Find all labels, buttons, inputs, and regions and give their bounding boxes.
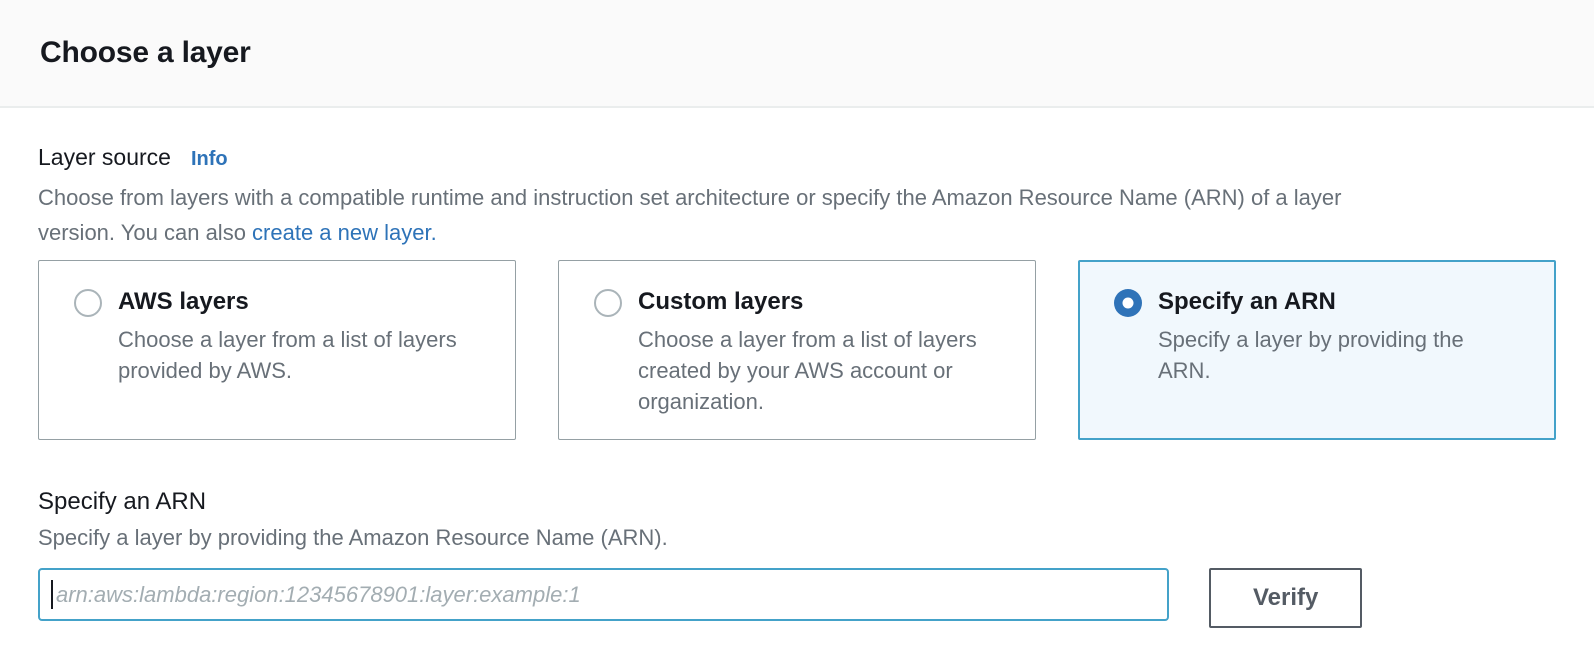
option-description-specify-arn: Specify a layer by providing the ARN. [1158,327,1464,383]
option-title-specify-arn: Specify an ARN [1158,288,1336,315]
info-link[interactable]: Info [190,148,228,170]
page-title: Choose a layer [40,36,251,69]
option-title-custom-layers: Custom layers [638,288,804,315]
option-description-custom-layers: Choose a layer from a list of layers cre… [638,327,977,414]
panel-content: Layer source Info Choose from layers wit… [0,108,1594,628]
panel-header: Choose a layer [0,0,1594,108]
specify-arn-description: Specify a layer by providing the Amazon … [38,525,668,550]
option-card-aws-layers[interactable]: AWS layers Choose a layer from a list of… [38,260,516,440]
create-new-layer-link[interactable]: create a new layer. [252,220,437,245]
option-title-aws-layers: AWS layers [118,288,249,315]
radio-custom-layers[interactable] [594,289,622,317]
verify-button[interactable]: Verify [1209,568,1363,628]
layer-source-description: Choose from layers with a compatible run… [38,180,1556,250]
layer-source-options: AWS layers Choose a layer from a list of… [38,260,1556,440]
radio-specify-arn[interactable] [1114,289,1142,317]
radio-aws-layers[interactable] [74,289,102,317]
layer-source-description-line2: version. You can also create a new layer… [38,220,437,245]
option-card-specify-arn[interactable]: Specify an ARN Specify a layer by provid… [1078,260,1556,440]
arn-input[interactable] [38,568,1169,621]
option-description-aws-layers: Choose a layer from a list of layers pro… [118,327,457,383]
specify-arn-title: Specify an ARN [38,488,207,515]
arn-input-row: Verify [38,568,1556,628]
layer-source-label-row: Layer source Info [38,144,1556,171]
layer-source-description-line1: Choose from layers with a compatible run… [38,185,1342,210]
text-cursor [51,580,53,609]
layer-source-label: Layer source [38,144,171,170]
option-card-custom-layers[interactable]: Custom layers Choose a layer from a list… [558,260,1036,440]
